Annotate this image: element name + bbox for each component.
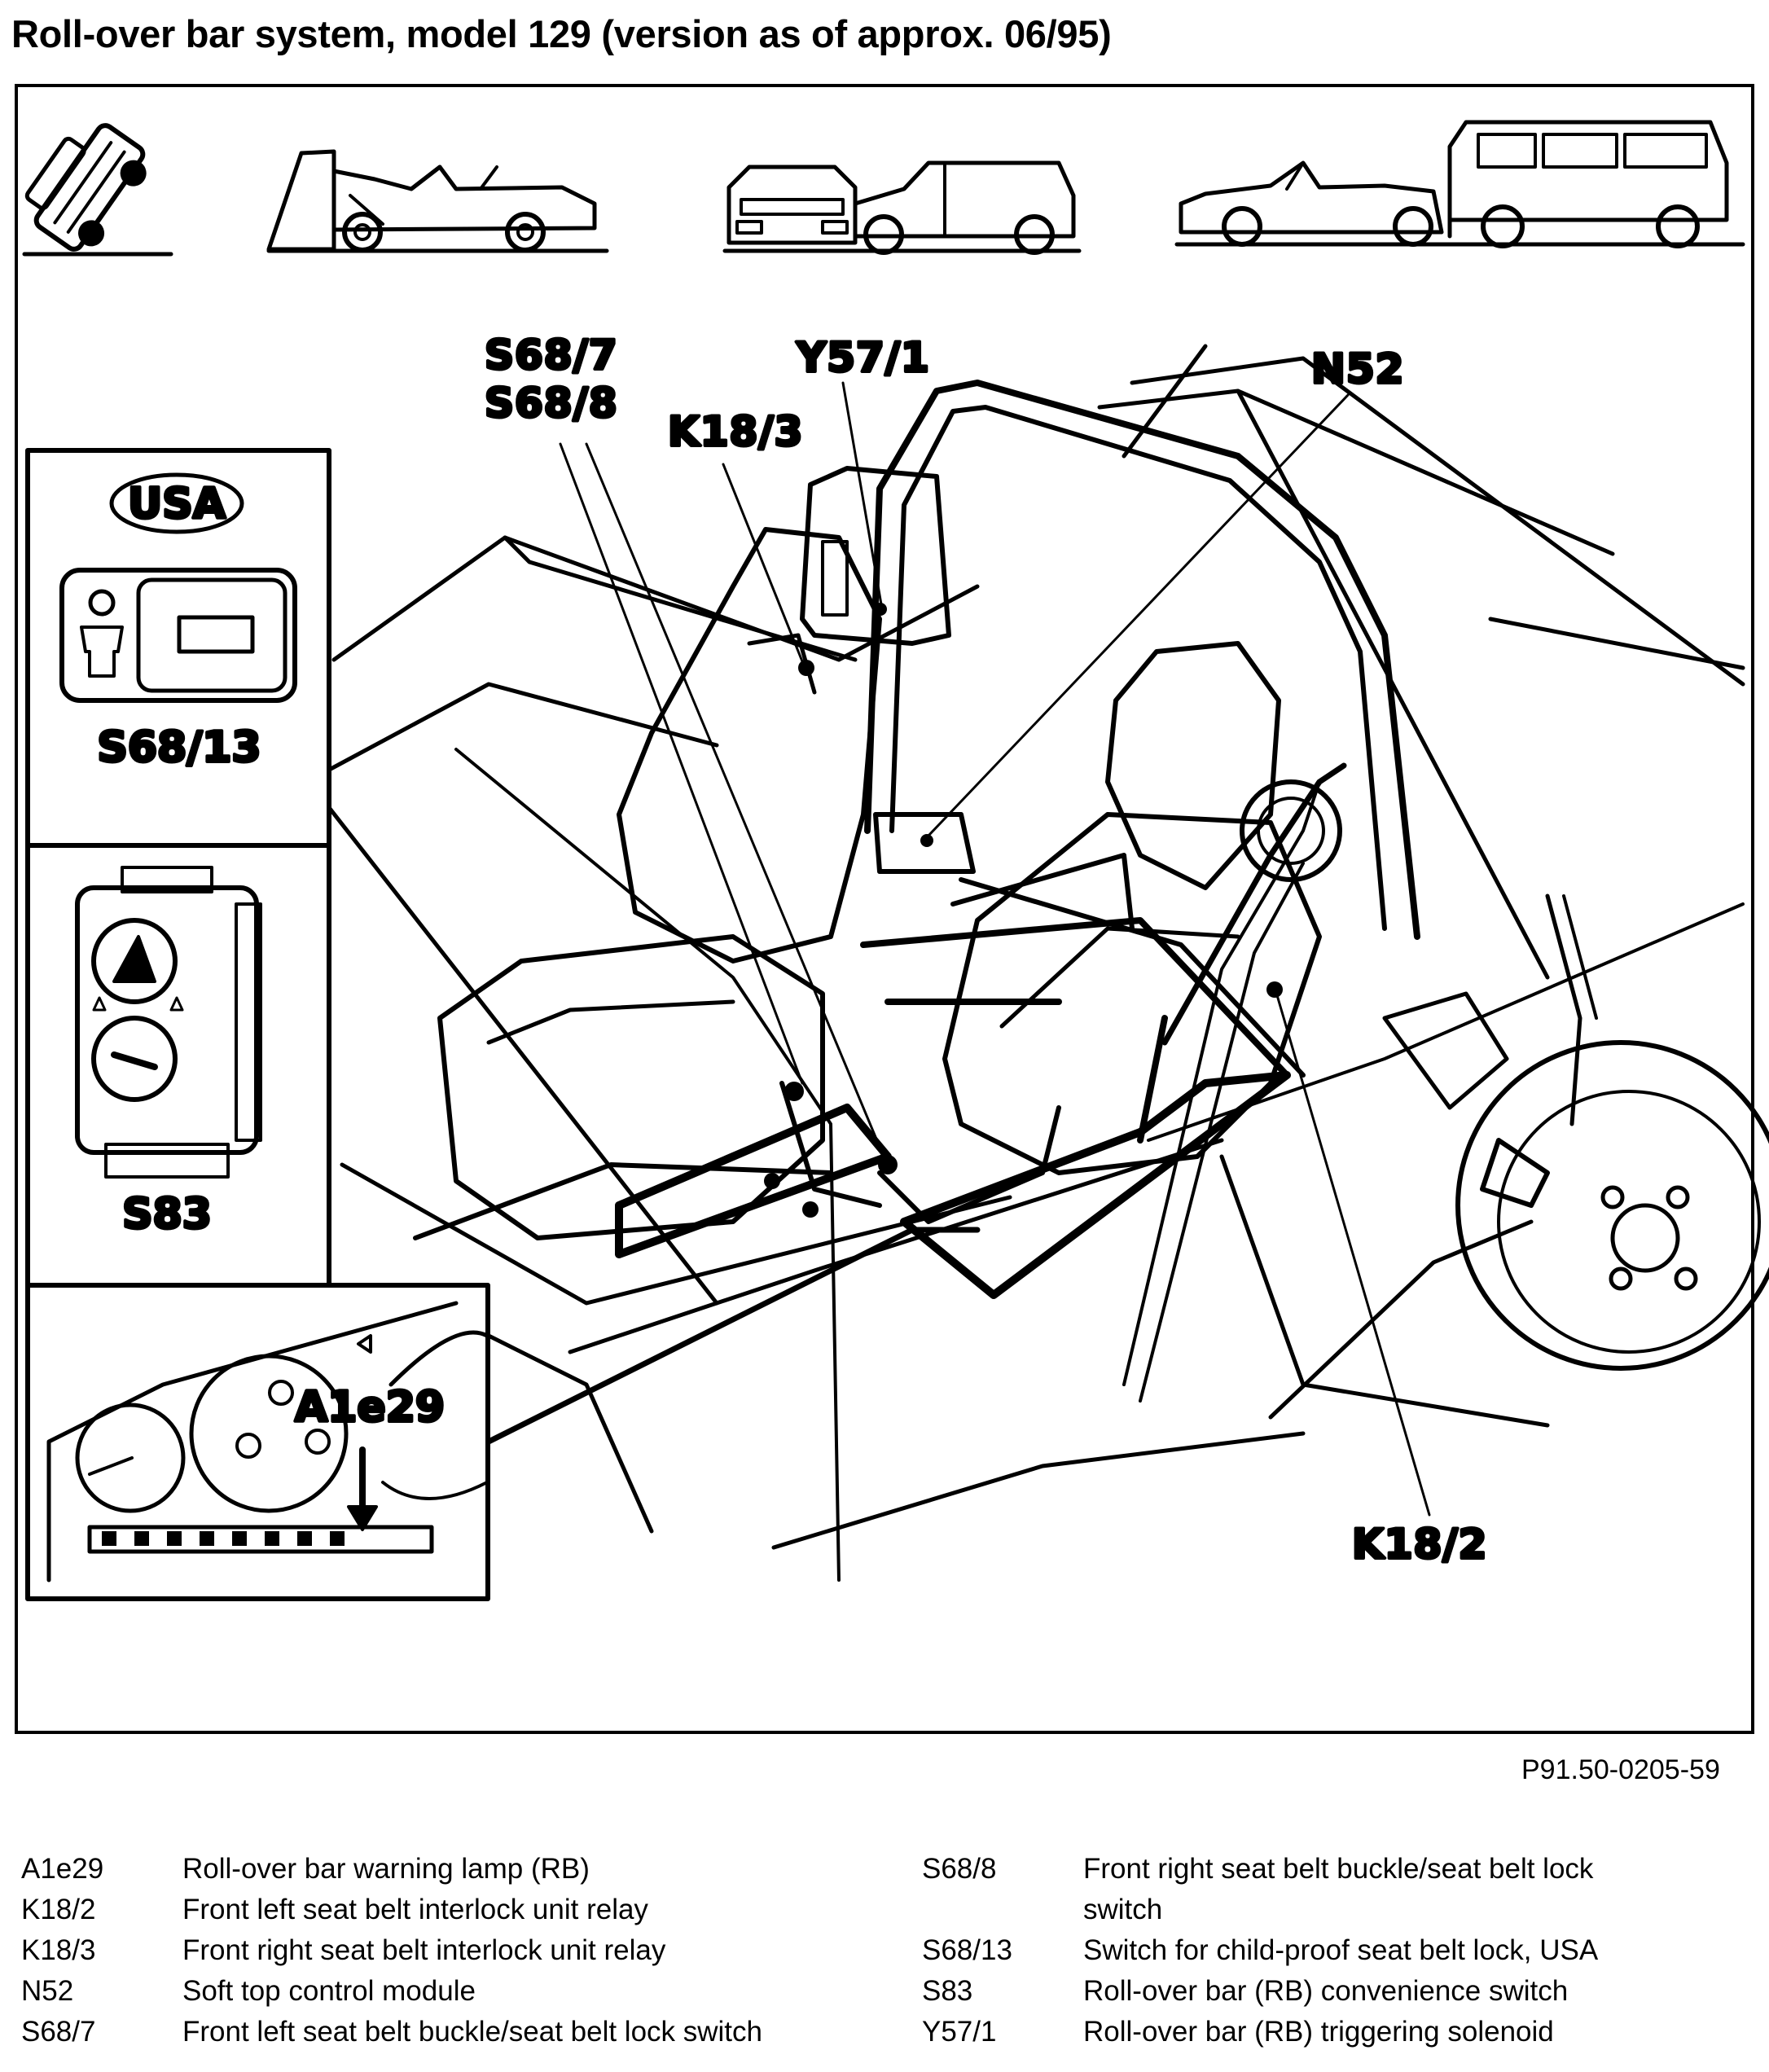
component-markers — [764, 603, 1283, 1218]
figure-reference: P91.50-0205-59 — [1521, 1754, 1720, 1785]
callout-k18-3: K18/3 — [668, 408, 803, 455]
legend-row: S83 Roll-over bar (RB) convenience switc… — [922, 1971, 1761, 2012]
inset-s68-13: USA S68/13 — [25, 448, 331, 848]
legend-desc: Roll-over bar warning lamp (RB) — [182, 1853, 590, 1885]
legend-code: Y57/1 — [922, 2016, 997, 2048]
rollover-car-icon — [22, 123, 173, 257]
legend-row: S68/8 Front right seat belt buckle/seat … — [922, 1849, 1761, 1930]
legend-desc: Soft top control module — [182, 1975, 476, 2007]
legend-code: S83 — [922, 1975, 973, 2007]
usa-badge: USA — [128, 480, 226, 529]
vehicle-interior-drawing — [319, 344, 1769, 1582]
legend-row: S68/13 Switch for child-proof seat belt … — [922, 1930, 1761, 1971]
legend-desc: Front left seat belt interlock unit rela… — [182, 1894, 648, 1925]
legend-code: S68/8 — [922, 1853, 997, 1885]
legend-code: K18/2 — [21, 1894, 96, 1925]
legend-desc: Front right seat belt interlock unit rel… — [182, 1934, 666, 1966]
callout-y57-1: Y57/1 — [796, 334, 930, 381]
leader-lines — [559, 381, 1431, 1517]
side-collision-icon — [1174, 120, 1745, 248]
rollbar-switch-icon — [75, 866, 262, 1179]
callout-s68-8: S68/8 — [485, 380, 618, 427]
legend-code: S68/7 — [21, 2016, 96, 2048]
inset-a1e29: A1e29 — [25, 1283, 490, 1601]
legend-desc: Front left seat belt buckle/seat belt lo… — [182, 2016, 762, 2048]
inset-s83: S83 — [25, 843, 331, 1288]
page-title: Roll-over bar system, model 129 (version… — [11, 12, 1112, 55]
legend-code: K18/3 — [21, 1934, 96, 1966]
legend-row: N52 Soft top control module — [21, 1971, 917, 2012]
inset-label-s68-13: S68/13 — [97, 723, 261, 772]
callout-n52: N52 — [1311, 345, 1404, 393]
legend-code: S68/13 — [922, 1934, 1012, 1966]
legend-right: S68/8 Front right seat belt buckle/seat … — [922, 1849, 1761, 2052]
legend-desc: Front right seat belt buckle/seat belt l… — [1083, 1853, 1594, 1925]
legend-code: N52 — [21, 1975, 74, 2007]
rear-end-collision-icon — [722, 160, 1082, 255]
inset-label-a1e29: A1e29 — [295, 1383, 445, 1432]
legend-row: A1e29 Roll-over bar warning lamp (RB) — [21, 1849, 917, 1890]
callout-k18-2: K18/2 — [1352, 1521, 1487, 1568]
frontal-crash-wall-icon — [266, 149, 609, 253]
legend-code: A1e29 — [21, 1853, 104, 1885]
legend-row: Y57/1 Roll-over bar (RB) triggering sole… — [922, 2012, 1761, 2052]
legend-desc: Roll-over bar (RB) triggering solenoid — [1083, 2016, 1554, 2048]
legend-desc: Roll-over bar (RB) convenience switch — [1083, 1975, 1569, 2007]
diagram-frame — [15, 84, 1754, 1734]
inset-label-s83: S83 — [122, 1190, 212, 1239]
legend-row: K18/2 Front left seat belt interlock uni… — [21, 1890, 917, 1930]
legend-row: S68/7 Front left seat belt buckle/seat b… — [21, 2012, 917, 2052]
legend-left: A1e29 Roll-over bar warning lamp (RB) K1… — [21, 1849, 917, 2052]
legend-row: K18/3 Front right seat belt interlock un… — [21, 1930, 917, 1971]
legend-desc: Switch for child-proof seat belt lock, U… — [1083, 1934, 1599, 1966]
callout-s68-7: S68/7 — [485, 331, 618, 379]
child-seat-switch-icon — [59, 568, 297, 703]
